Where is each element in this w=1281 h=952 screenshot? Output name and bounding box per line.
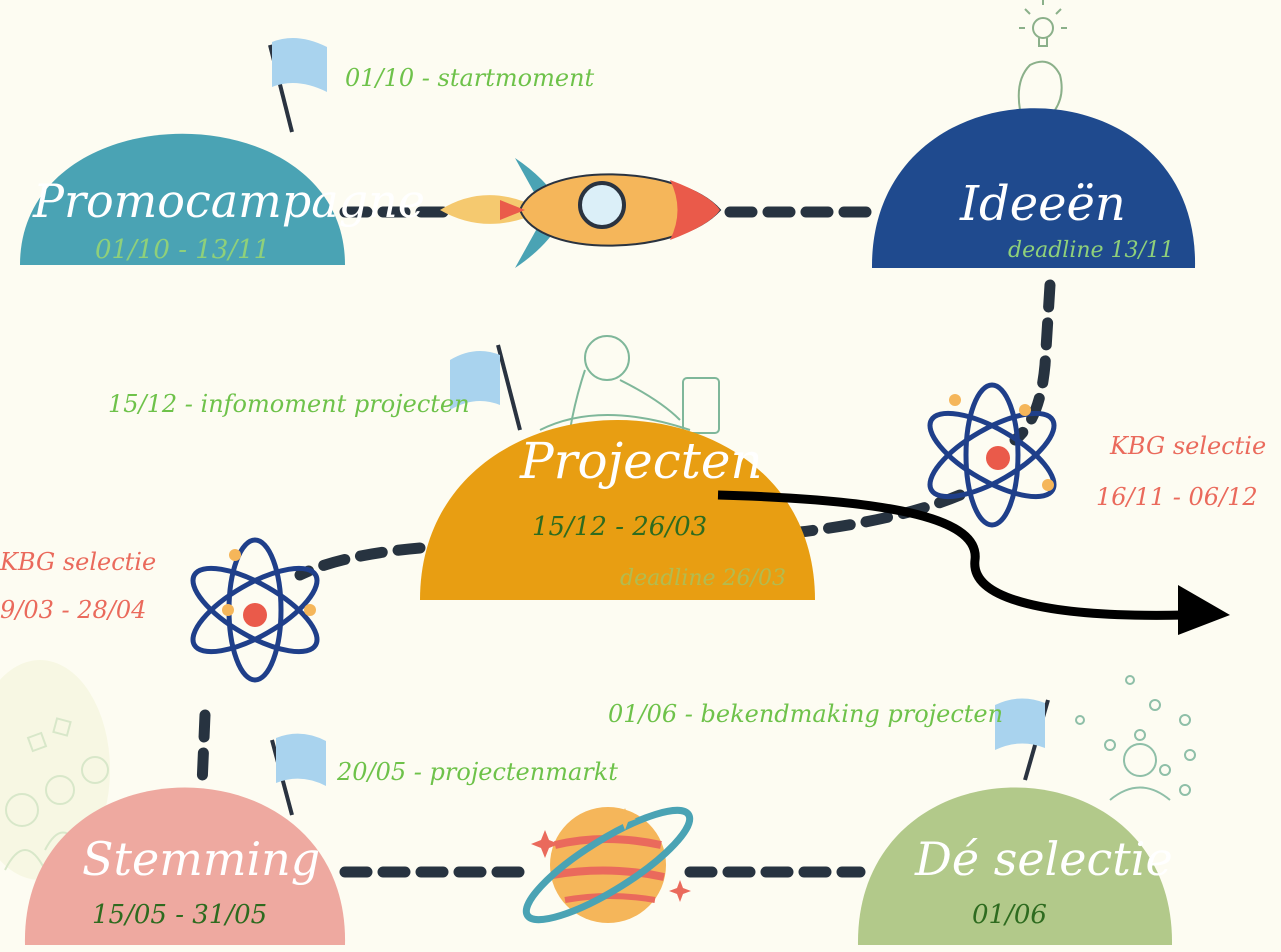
flag-icon: [450, 344, 522, 431]
phase-title-deselectie: Dé selectie: [915, 832, 1173, 886]
phase-title-promocampagne: Promocampagne: [33, 174, 425, 228]
kbg-right-label: KBG selectie: [1110, 432, 1267, 460]
rocket-icon: [440, 158, 722, 268]
atom-icon: [190, 537, 320, 683]
flag-icon: [995, 698, 1050, 781]
kbg-right-dates: 16/11 - 06/12: [1096, 483, 1258, 511]
lightbulb-icon: [1017, 0, 1067, 111]
phase-dates-ideeen: deadline 13/11: [1008, 238, 1174, 263]
phase-deadline-projecten: deadline 26/03: [620, 566, 786, 591]
planet-icon: [522, 806, 694, 924]
kbg-left-label: KBG selectie: [0, 548, 157, 576]
dome-ideeen: [871, 108, 1196, 268]
people-coins-sketch: [1075, 675, 1196, 801]
dome-deselectie: [857, 787, 1173, 945]
dome-promocampagne: [20, 133, 345, 265]
dome-stemming: [24, 787, 346, 945]
arrow-icon: [717, 490, 1230, 635]
flag-icon: [268, 38, 327, 133]
dome-projecten: [420, 420, 815, 600]
phase-title-stemming: Stemming: [82, 832, 321, 886]
milestone-projectenmarkt: 20/05 - projectenmarkt: [337, 758, 618, 786]
phase-dates-deselectie: 01/06: [972, 900, 1047, 930]
atom-icon: [927, 382, 1057, 528]
milestone-infomoment: 15/12 - infomoment projecten: [108, 390, 470, 418]
kbg-left-dates: 9/03 - 28/04: [0, 596, 147, 624]
dashed-connectors: [196, 206, 1056, 878]
flag-icon: [270, 733, 326, 816]
phase-dates-stemming: 15/05 - 31/05: [92, 900, 268, 930]
milestone-startmoment: 01/10 - startmoment: [345, 64, 595, 92]
phase-title-projecten: Projecten: [520, 432, 763, 490]
phase-title-ideeen: Ideeën: [960, 176, 1126, 232]
person-laptop-sketch: [539, 335, 720, 434]
phase-dates-projecten: 15/12 - 26/03: [532, 512, 708, 542]
milestone-bekendmaking: 01/06 - bekendmaking projecten: [608, 700, 1004, 728]
phase-dates-promocampagne: 01/10 - 13/11: [95, 235, 271, 265]
